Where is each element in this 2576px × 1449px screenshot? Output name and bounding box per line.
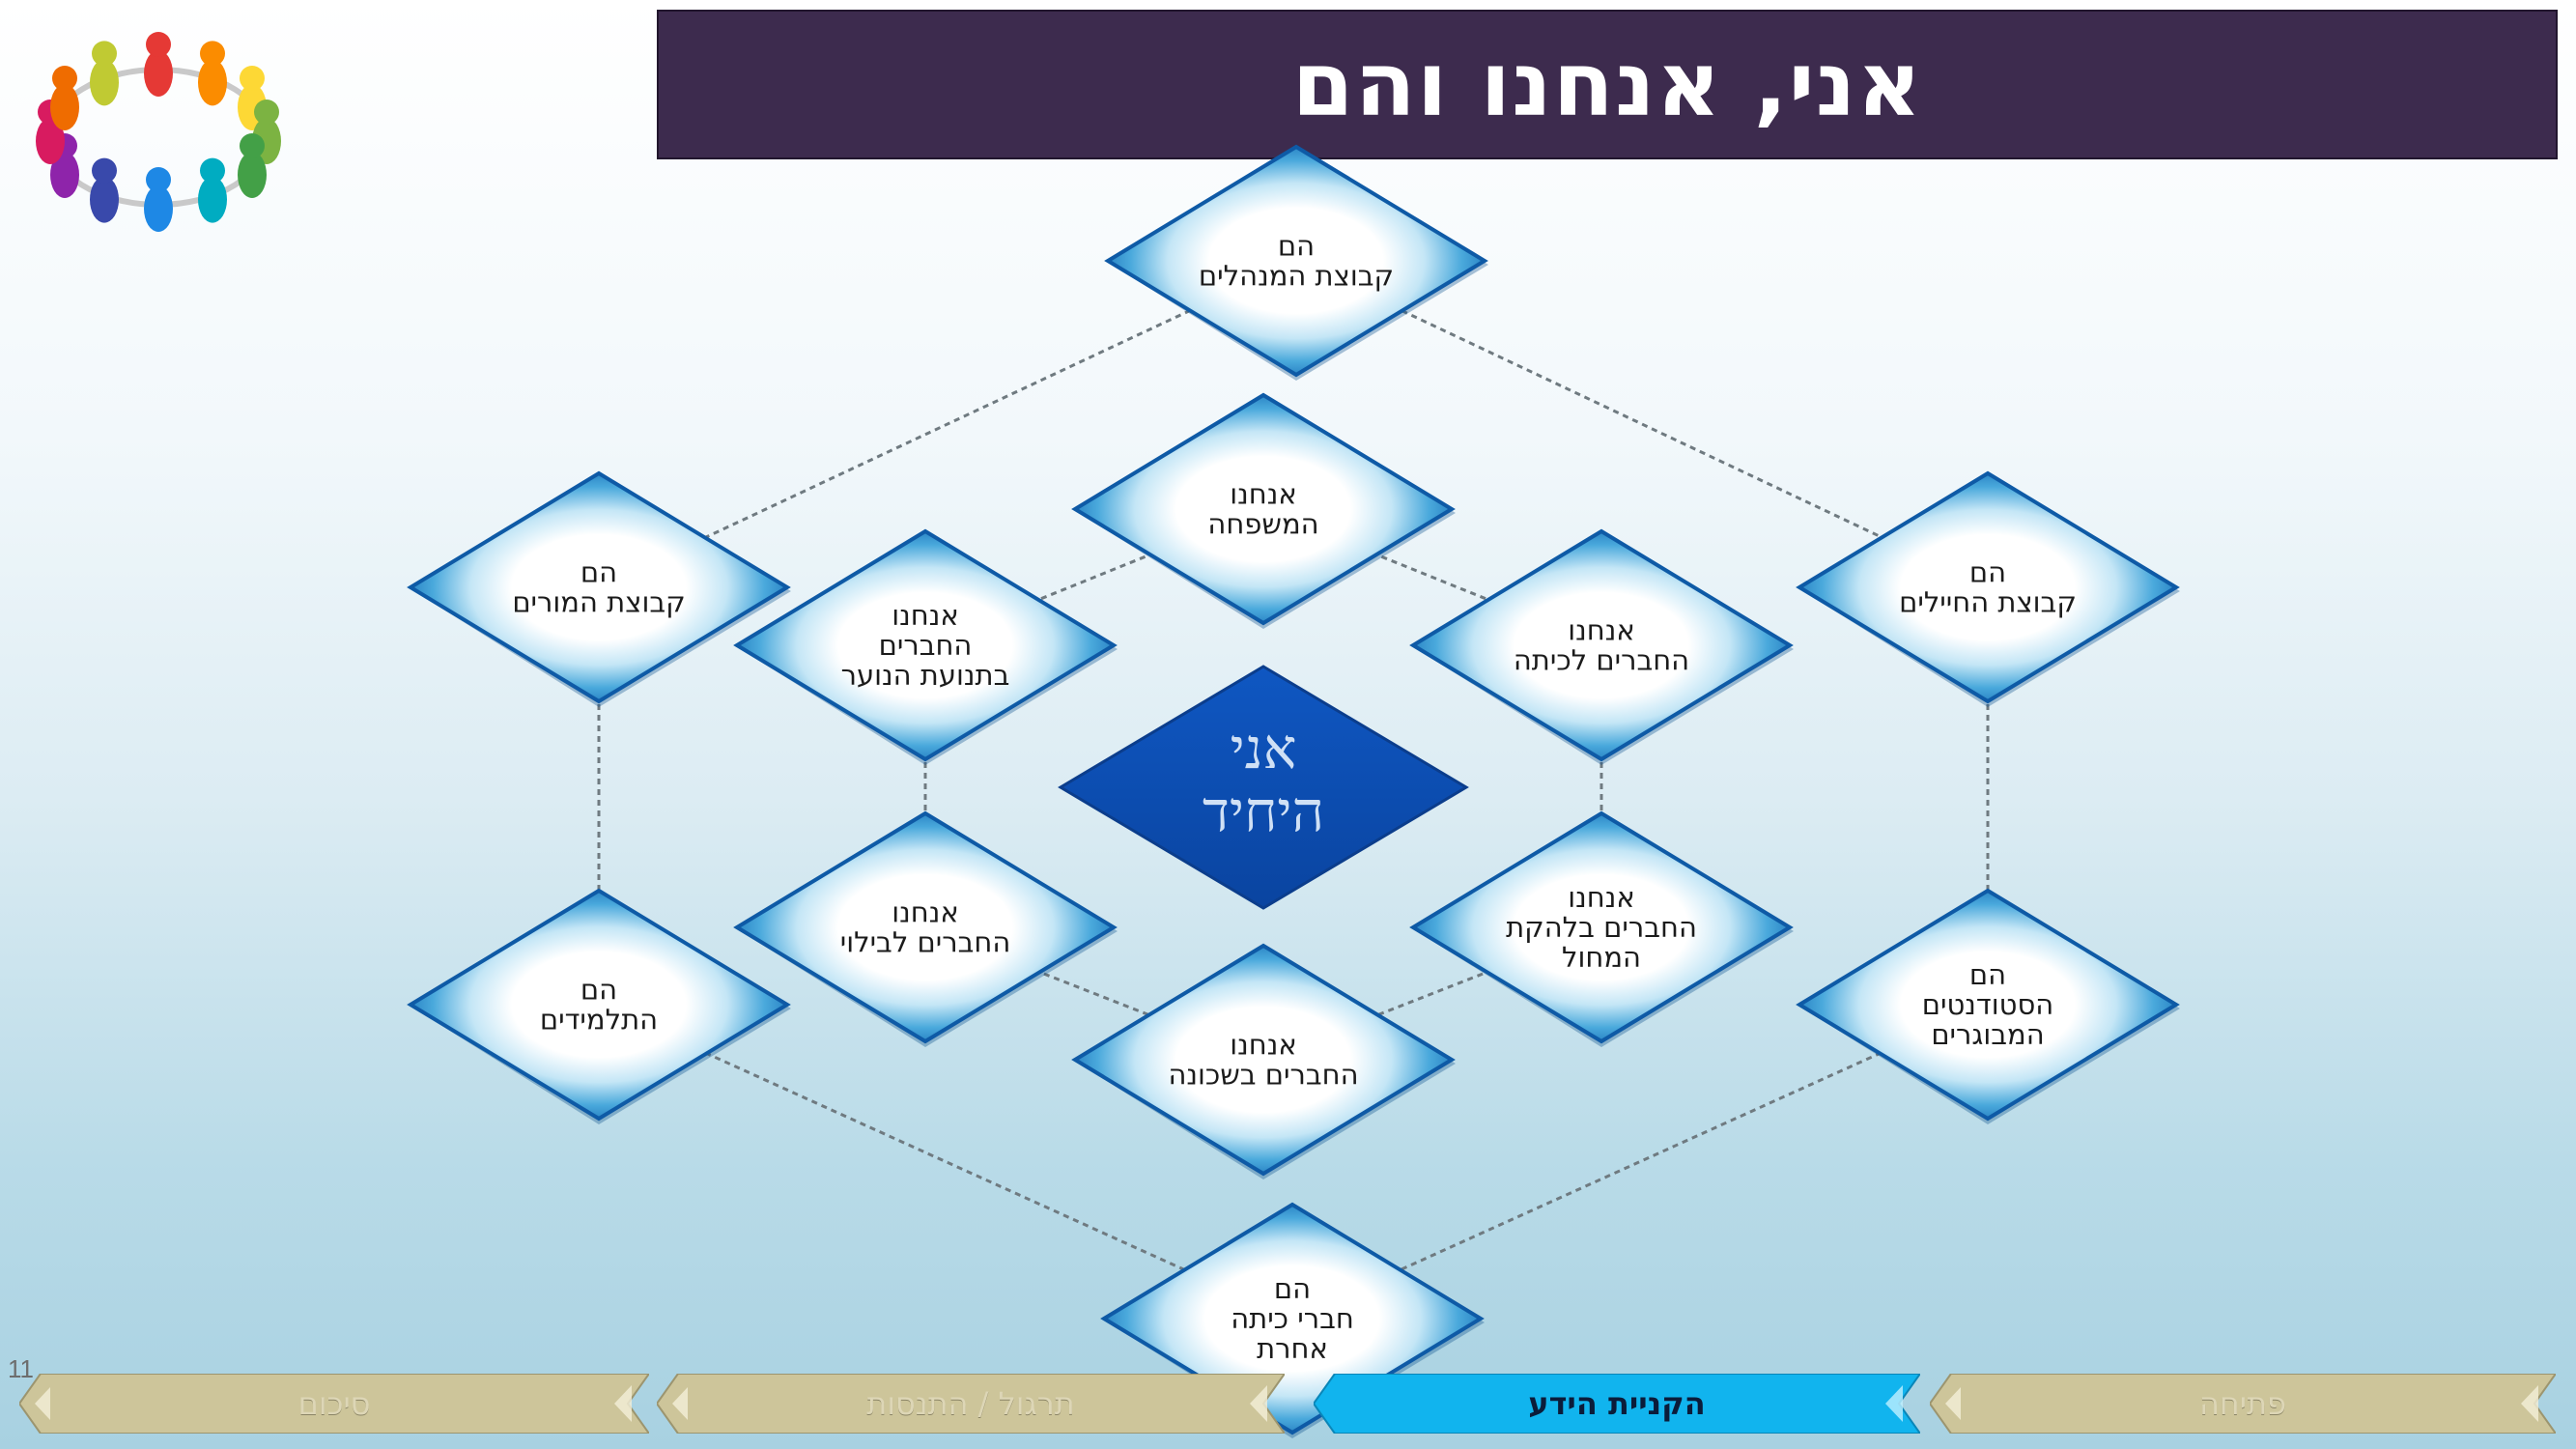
diamond-label-line: אנחנו <box>892 599 958 632</box>
diamond-label-line: אנחנו <box>892 896 958 929</box>
nav-tab-label: הקניית הידע <box>1528 1385 1706 1422</box>
diamond-label-line: הסטודנטים <box>1922 988 2053 1021</box>
diamond-label-line: החברים בלהקת <box>1506 911 1697 944</box>
tab-shape <box>1930 1374 2556 1434</box>
center-diamond: אני היחיד <box>1058 665 1469 910</box>
connector-line <box>598 259 1297 589</box>
diamond-label-line: המבוגרים <box>1931 1018 2044 1051</box>
diamond-label-line: אנחנו <box>1568 881 1634 914</box>
nav-tab-label: סיכום <box>297 1385 371 1422</box>
diamond-label-line: חברי כיתה <box>1231 1302 1354 1335</box>
tab-shape <box>657 1374 1285 1434</box>
diamond-label-line: אנחנו <box>1230 478 1296 511</box>
diamond-label-line: המחול <box>1562 941 1641 974</box>
people-circle-icon <box>36 32 281 232</box>
connector-line <box>924 507 1264 647</box>
diamond-label-line: התלמידים <box>540 1004 658 1037</box>
nav-tab-label: תרגול / התנסות <box>866 1385 1075 1422</box>
diamond-label-line: בתנועת הנוער <box>841 659 1010 692</box>
diamond-label-line: החברים לכיתה <box>1514 644 1689 677</box>
nav-tab-opening[interactable]: פתיחה <box>1930 1374 2556 1434</box>
diamond-label-line: אחרת <box>1257 1332 1328 1365</box>
diamond-label-line: החברים לבילוי <box>840 926 1011 959</box>
nav-tab-summary[interactable]: סיכום <box>19 1374 649 1434</box>
tab-shape <box>19 1374 649 1434</box>
slide-number: 11 <box>8 1354 34 1383</box>
diamond-label-line: קבוצת המנהלים <box>1199 260 1394 293</box>
diamond-label-line: הם <box>580 556 617 589</box>
diamond-label-line: אנחנו <box>1230 1029 1296 1062</box>
diamond-label-line: קבוצת המורים <box>512 586 685 619</box>
center-label-line-2: היחיד <box>1203 779 1324 844</box>
diamond-label-line: המשפחה <box>1207 508 1318 541</box>
diamond-label-line: הם <box>1969 556 2006 589</box>
diamond-label-line: קבוצת החיילים <box>1899 586 2077 619</box>
diamond-label-line: הם <box>580 974 617 1007</box>
tab-shape <box>1314 1374 1920 1434</box>
diamond-label-line: הם <box>1274 1272 1311 1305</box>
diamond-label-line: הם <box>1969 958 2006 991</box>
slide-title: אני, אנחנו והם <box>1291 33 1923 136</box>
nav-tab-label: פתיחה <box>2199 1385 2286 1422</box>
diamond-label-line: אנחנו <box>1568 614 1634 647</box>
connector-line <box>1262 507 1602 647</box>
title-bar: אני, אנחנו והם <box>657 10 2558 159</box>
diamond-label-line: החברים בשכונה <box>1168 1059 1358 1092</box>
nav-tab-knowledge[interactable]: הקניית הידע <box>1314 1374 1920 1434</box>
diamond-label-line: הם <box>1278 230 1315 263</box>
diamond-label-line: החברים <box>879 629 973 662</box>
nav-tab-practice[interactable]: תרגול / התנסות <box>657 1374 1285 1434</box>
center-label-line-1: אני <box>1231 716 1297 781</box>
